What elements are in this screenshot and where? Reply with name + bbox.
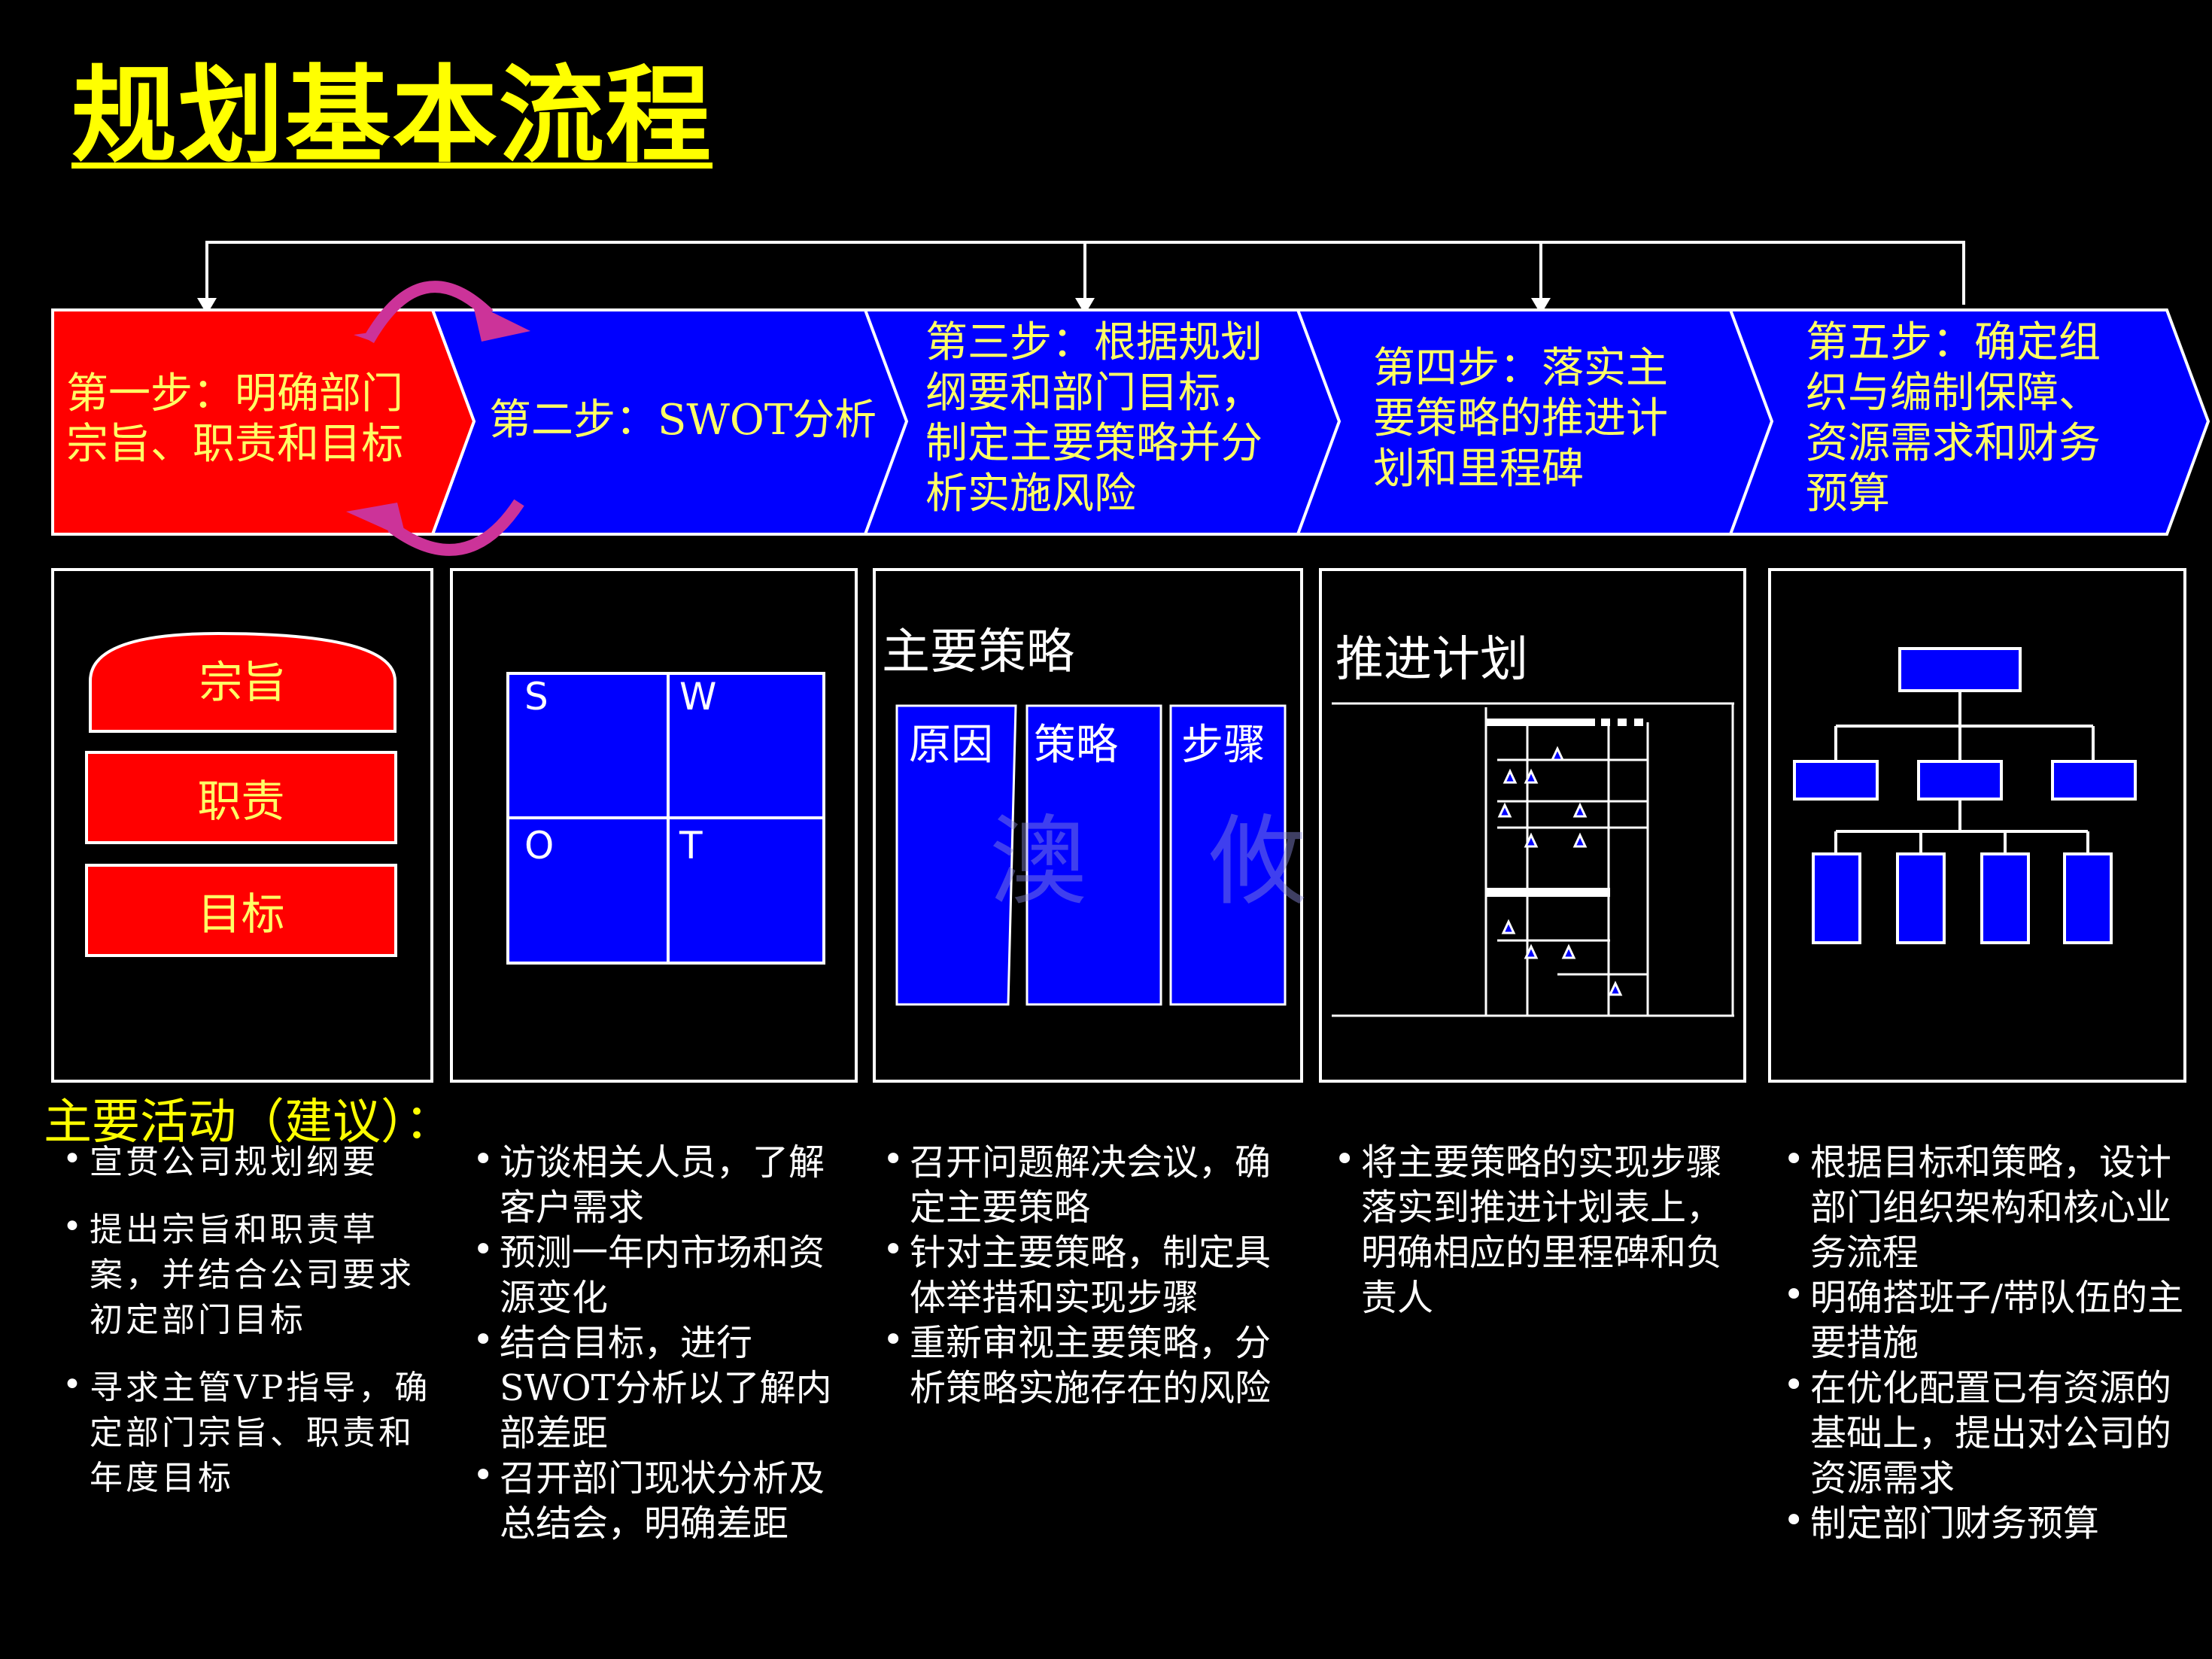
activity-item: 根据目标和策略，设计部门组织架构和核心业务流程 — [1777, 1137, 2195, 1275]
swot-w: W — [679, 675, 717, 719]
activities-col-2: 访谈相关人员，了解客户需求 预测一年内市场和资源变化 结合目标，进行SWOT分析… — [466, 1137, 843, 1546]
mission-dome — [89, 631, 397, 733]
activity-item: 访谈相关人员，了解客户需求 — [466, 1137, 843, 1230]
step2-label[interactable]: 第二步：SWOT分析 — [489, 396, 877, 445]
strategy-col-steps — [1169, 704, 1287, 1006]
activity-item: 针对主要策略，制定具体举措和实现步骤 — [877, 1227, 1294, 1320]
activity-item: 将主要策略的实现步骤落实到推进计划表上，明确相应的里程碑和负责人 — [1328, 1137, 1746, 1320]
strategy-title: 主要策略 — [882, 624, 1074, 680]
page-title: 规划基本流程 — [71, 55, 713, 178]
panel-org — [1768, 568, 2186, 1083]
plan-title: 推进计划 — [1335, 632, 1528, 688]
panel-plan — [1319, 568, 1746, 1083]
panel-strategy — [873, 568, 1303, 1083]
activities-col-5: 根据目标和策略，设计部门组织架构和核心业务流程 明确搭班子/带队伍的主要措施 在… — [1777, 1137, 2195, 1546]
activity-item: 制定部门财务预算 — [1777, 1498, 2195, 1546]
step4-label[interactable]: 第四步：落实主要策略的推进计划和里程碑 — [1373, 344, 1668, 494]
activities-col-3: 召开问题解决会议，确定主要策略 针对主要策略，制定具体举措和实现步骤 重新审视主… — [877, 1137, 1294, 1411]
step1-label[interactable]: 第一步：明确部门宗旨、职责和目标 — [66, 369, 403, 469]
swot-o: O — [524, 824, 555, 867]
org-chart — [1793, 647, 2137, 944]
gantt-chart — [1332, 702, 1734, 1017]
activity-item: 在优化配置已有资源的基础上，提出对公司的资源需求 — [1777, 1363, 2195, 1501]
step5-label[interactable]: 第五步：确定组织与编制保障、资源需求和财务预算 — [1806, 318, 2101, 518]
activity-item: 结合目标，进行SWOT分析以了解内部差距 — [466, 1317, 843, 1456]
strategy-col-strategy — [1025, 704, 1162, 1006]
cycle-arrow-top — [363, 281, 494, 343]
strategy-col-reason — [895, 704, 1017, 1006]
activities-col-1: 宣贯公司规划纲要 提出宗旨和职责草案，并结合公司要求初定部门目标 寻求主管VP指… — [56, 1137, 433, 1524]
activity-item: 明确搭班子/带队伍的主要措施 — [1777, 1272, 2195, 1366]
swot-t: T — [679, 824, 703, 867]
panel-swot — [450, 568, 858, 1083]
activity-item: 召开问题解决会议，确定主要策略 — [877, 1137, 1294, 1230]
duty-box: 职责 — [85, 751, 397, 844]
top-connector — [205, 241, 1965, 305]
goal-box: 目标 — [85, 864, 397, 957]
cycle-arrow-bottom — [387, 499, 524, 556]
activity-item: 寻求主管VP指导，确定部门宗旨、职责和年度目标 — [56, 1363, 433, 1501]
activity-item: 召开部门现状分析及总结会，明确差距 — [466, 1453, 843, 1546]
watermark: 澳 攸 — [989, 804, 1352, 919]
activity-item: 提出宗旨和职责草案，并结合公司要求初定部门目标 — [56, 1205, 433, 1343]
strategy-strategy-label: 策略 — [1034, 721, 1118, 770]
activities-col-4: 将主要策略的实现步骤落实到推进计划表上，明确相应的里程碑和负责人 — [1328, 1137, 1746, 1320]
activity-item: 预测一年内市场和资源变化 — [466, 1227, 843, 1320]
mission-label: 宗旨 — [199, 657, 287, 708]
step3-label[interactable]: 第三步：根据规划纲要和部门目标，制定主要策略并分析实施风险 — [925, 318, 1262, 518]
strategy-reason-label: 原因 — [909, 721, 993, 770]
activity-item: 重新审视主要策略，分析策略实施存在的风险 — [877, 1317, 1294, 1411]
gantt-milestones — [1497, 746, 1623, 996]
step1-chevron — [51, 308, 476, 536]
gantt-bars — [1486, 719, 1643, 897]
swot-s: S — [524, 675, 548, 719]
connector-arrowheads — [197, 298, 1551, 314]
activity-item: 宣贯公司规划纲要 — [56, 1137, 433, 1185]
strategy-steps-label: 步骤 — [1181, 721, 1266, 770]
panel-mission — [51, 568, 433, 1083]
